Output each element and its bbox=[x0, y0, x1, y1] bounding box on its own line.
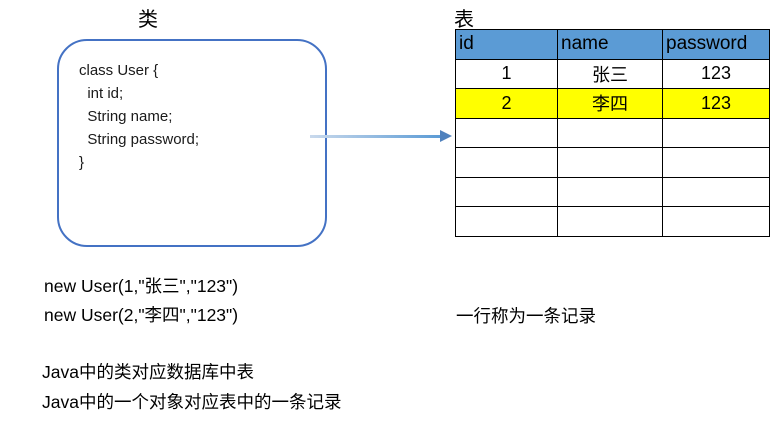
code-line: String name; bbox=[79, 108, 173, 125]
code-line: int id; bbox=[79, 85, 124, 102]
table-row bbox=[455, 206, 770, 237]
cell-name bbox=[557, 147, 663, 178]
cell-password: 123 bbox=[662, 58, 770, 89]
row-meaning-text: 一行称为一条记录 bbox=[456, 306, 596, 326]
java-object-mapping-text: Java中的一个对象对应表中的一条记录 bbox=[42, 392, 342, 412]
class-to-table-arrow-line bbox=[310, 135, 441, 138]
cell-name bbox=[557, 117, 663, 148]
java-class-mapping-text: Java中的类对应数据库中表 bbox=[42, 362, 254, 382]
cell-password bbox=[662, 147, 770, 178]
class-label: 类 bbox=[138, 9, 158, 31]
col-header-password: password bbox=[662, 29, 770, 60]
cell-id: 2 bbox=[455, 88, 558, 119]
table-row bbox=[455, 117, 770, 148]
table-header-row: id name password bbox=[455, 29, 770, 60]
arrow-head-icon bbox=[440, 130, 452, 142]
new-user-2-text: new User(2,"李四","123") bbox=[44, 305, 239, 325]
class-definition-box: class User { int id; String name; String… bbox=[57, 39, 327, 247]
cell-id bbox=[455, 117, 558, 148]
code-line: String password; bbox=[79, 131, 200, 148]
cell-name: 李四 bbox=[557, 88, 663, 119]
cell-name bbox=[557, 206, 663, 237]
col-header-id: id bbox=[455, 29, 558, 60]
cell-id: 1 bbox=[455, 58, 558, 89]
table-label: 表 bbox=[454, 9, 474, 31]
table-row-highlighted: 2 李四 123 bbox=[455, 88, 770, 119]
table-row bbox=[455, 147, 770, 178]
cell-password bbox=[662, 206, 770, 237]
table-row: 1 张三 123 bbox=[455, 58, 770, 89]
cell-password: 123 bbox=[662, 88, 770, 119]
cell-password bbox=[662, 176, 770, 207]
cell-name bbox=[557, 176, 663, 207]
cell-id bbox=[455, 147, 558, 178]
new-user-1-text: new User(1,"张三","123") bbox=[44, 276, 239, 296]
cell-id bbox=[455, 176, 558, 207]
cell-id bbox=[455, 206, 558, 237]
code-line: } bbox=[79, 154, 85, 171]
database-table: id name password 1 张三 123 2 李四 123 bbox=[455, 29, 770, 237]
code-line: class User { bbox=[79, 62, 159, 79]
cell-password bbox=[662, 117, 770, 148]
col-header-name: name bbox=[557, 29, 663, 60]
table-row bbox=[455, 176, 770, 207]
cell-name: 张三 bbox=[557, 58, 663, 89]
